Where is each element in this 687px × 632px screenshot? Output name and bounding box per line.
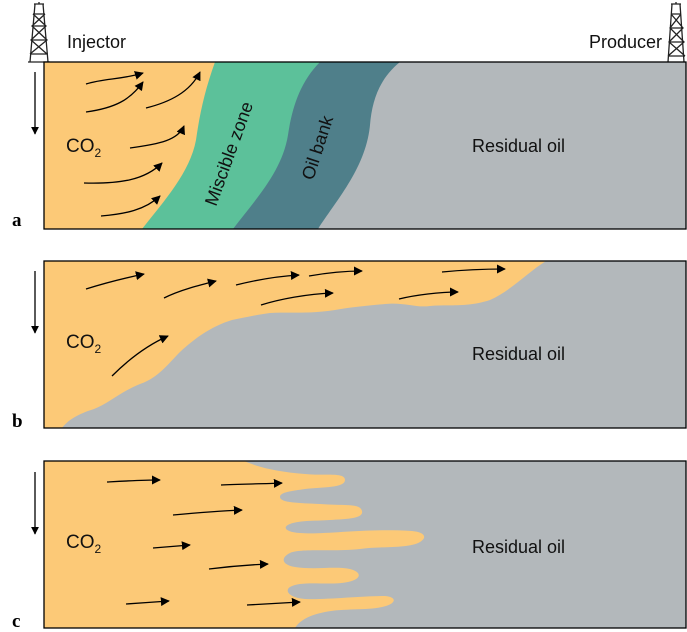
panel-letter: b	[12, 411, 23, 432]
flow-arrow	[85, 271, 145, 290]
co2-label: CO2	[66, 136, 102, 160]
injector-label: Injector	[67, 32, 126, 52]
flow-arrow	[441, 264, 506, 274]
flow-arrow	[208, 559, 269, 570]
flow-arrow	[308, 266, 363, 277]
flow-arrow	[85, 81, 144, 113]
flow-arrow	[246, 597, 301, 607]
panel-letter: a	[12, 210, 22, 231]
flow-arrow	[106, 475, 161, 485]
flow-arrow	[235, 270, 300, 286]
flow-arrow	[83, 162, 163, 184]
flow-arrow	[100, 195, 161, 217]
co2-label: CO2	[66, 532, 102, 556]
flow-arrow	[172, 505, 243, 516]
producer-label: Producer	[589, 32, 662, 52]
flow-arrow	[111, 335, 169, 377]
panel-a: CO2 Miscible zone Oil bank Residual oil …	[12, 61, 687, 231]
flow-arrow	[152, 541, 191, 551]
flow-arrow	[129, 125, 185, 149]
flow-arrow	[145, 71, 201, 109]
flow-arrow	[260, 288, 334, 306]
panel-b: CO2 Residual oil b	[12, 260, 687, 432]
injector-derrick-icon	[28, 2, 50, 63]
panel-letter: c	[12, 611, 20, 632]
co2-region	[44, 261, 546, 428]
co2-label: CO2	[66, 332, 102, 356]
panel-c: CO2 Residual oil c	[12, 460, 687, 632]
flow-arrow	[220, 478, 283, 488]
flow-arrow	[163, 278, 217, 299]
residual-oil-label: Residual oil	[472, 136, 565, 156]
flow-arrow	[398, 287, 459, 300]
co2-region	[44, 461, 425, 628]
co2-region	[44, 62, 215, 229]
residual-oil-label: Residual oil	[472, 537, 565, 557]
producer-derrick-icon	[667, 2, 686, 63]
flow-arrow	[85, 71, 144, 85]
flow-arrow	[125, 597, 170, 607]
residual-oil-label: Residual oil	[472, 344, 565, 364]
